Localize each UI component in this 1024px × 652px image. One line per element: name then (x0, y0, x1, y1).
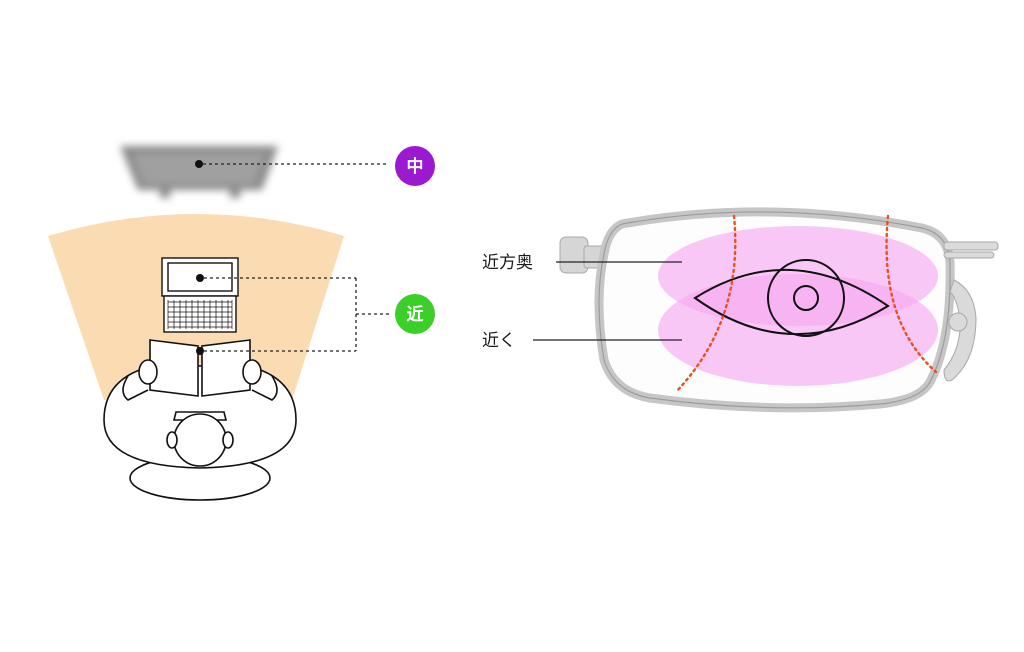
lens-boundary-lines (674, 214, 938, 394)
desk-scene: 中 近 (48, 146, 435, 501)
bridge-right (943, 241, 999, 382)
intermediate-badge: 中 (395, 146, 435, 186)
person-icon (103, 339, 297, 501)
laptop-point (196, 274, 204, 282)
near-label: 近く (482, 331, 516, 351)
near-badge-label: 近 (407, 304, 424, 325)
lens-scene: 近方奥 近く (482, 207, 999, 413)
intermediate-badge-label: 中 (407, 156, 424, 177)
laptop-icon (161, 257, 239, 333)
book-point (196, 347, 204, 355)
monitor-icon (120, 146, 278, 198)
near-lens-zone (658, 274, 938, 386)
mid-near-label: 近方奥 (482, 253, 533, 273)
near-badge: 近 (395, 294, 435, 334)
monitor-point (195, 160, 203, 168)
connector-lines (203, 163, 392, 352)
eye-icon (693, 259, 890, 337)
